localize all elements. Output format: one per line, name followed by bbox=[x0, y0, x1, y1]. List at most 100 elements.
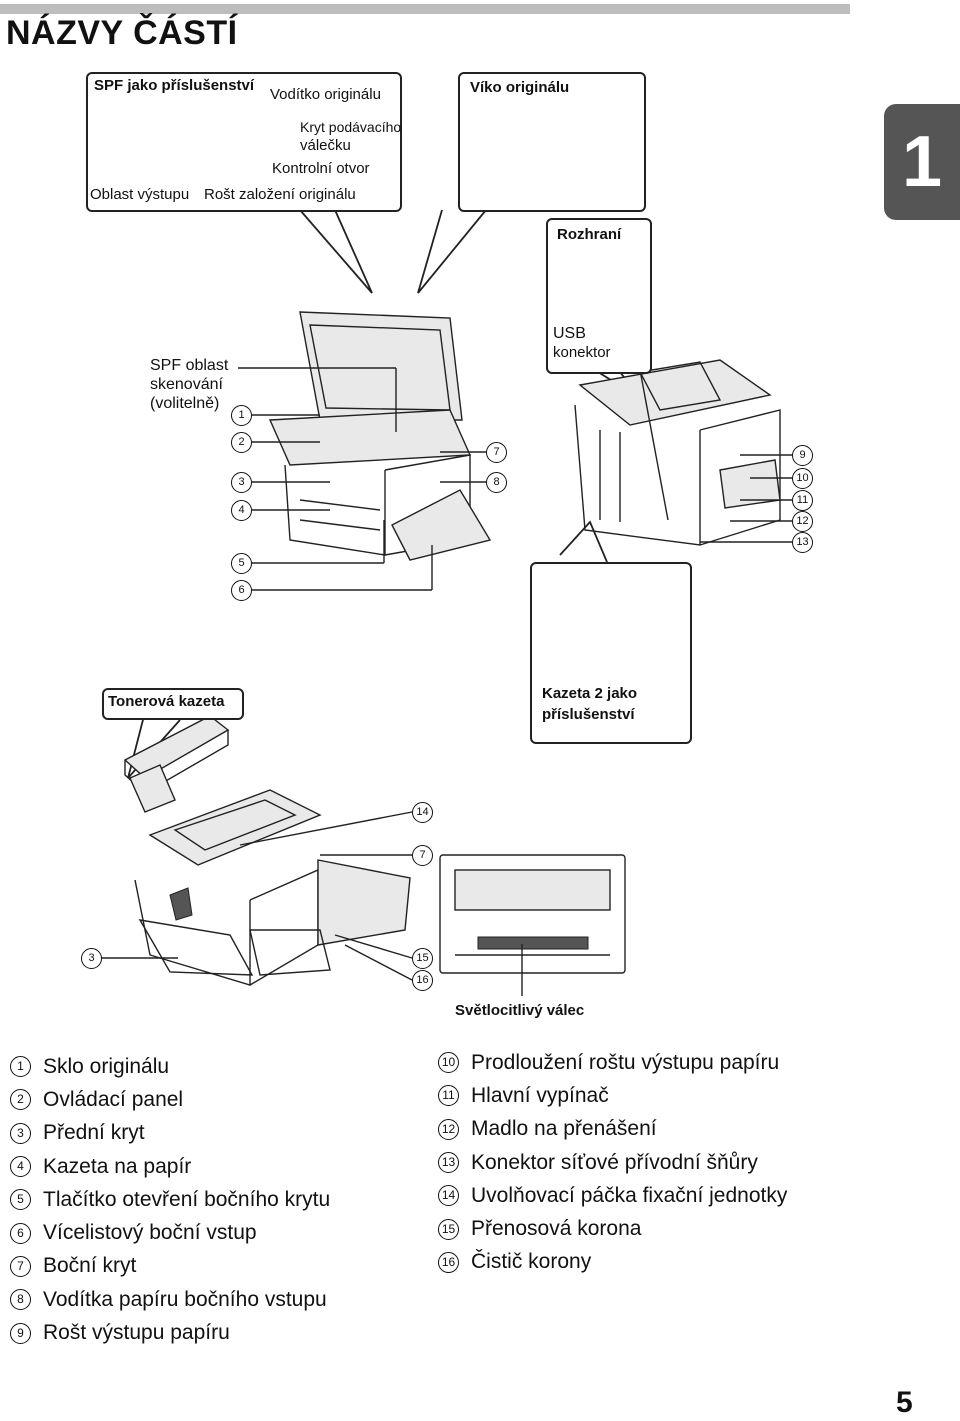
marker-6: 6 bbox=[231, 580, 252, 601]
toner-drawing bbox=[123, 715, 230, 813]
legend-text: Kazeta na papír bbox=[43, 1154, 192, 1178]
marker-7b: 7 bbox=[412, 845, 433, 866]
legend-text: Přední kryt bbox=[43, 1121, 145, 1145]
marker-12: 12 bbox=[792, 511, 813, 532]
marker-16: 16 bbox=[412, 970, 433, 991]
scan-area-label-1: SPF oblast bbox=[150, 357, 229, 374]
spf-callout bbox=[86, 72, 402, 212]
tray2-callout bbox=[530, 562, 692, 744]
legend-item: 14 Uvolňovací páčka fixační jednotky bbox=[438, 1179, 787, 1212]
legend-item: 11 Hlavní vypínač bbox=[438, 1079, 787, 1112]
copier-front-drawing bbox=[268, 311, 492, 561]
legend-number: 16 bbox=[438, 1251, 459, 1273]
legend-item: 4 Kazeta na papír bbox=[10, 1150, 330, 1183]
legend-number: 6 bbox=[10, 1222, 31, 1244]
scan-area-label-2: skenování bbox=[150, 376, 223, 393]
scan-area-label-3: (volitelně) bbox=[150, 395, 220, 412]
marker-10: 10 bbox=[792, 468, 813, 489]
cover-callout bbox=[458, 72, 646, 212]
spf-tray-label: Rošt založení originálu bbox=[204, 186, 356, 203]
legend-number: 12 bbox=[438, 1118, 459, 1140]
cover-title: Víko originálu bbox=[470, 79, 570, 96]
legend-number: 3 bbox=[10, 1122, 31, 1144]
legend-item: 13 Konektor síťové přívodní šňůry bbox=[438, 1146, 787, 1179]
drum-title: Světlocitlivý válec bbox=[455, 1002, 585, 1019]
toner-title: Tonerová kazeta bbox=[108, 693, 225, 710]
legend-number: 4 bbox=[10, 1156, 31, 1178]
interface-title: Rozhraní bbox=[557, 226, 622, 243]
tray2-label-1: Kazeta 2 jako bbox=[542, 685, 638, 702]
marker-11: 11 bbox=[792, 490, 813, 511]
legend-item: 6 Vícelistový boční vstup bbox=[10, 1216, 330, 1249]
tray2-callout-tail bbox=[559, 520, 608, 563]
legend-item: 16 Čistič korony bbox=[438, 1246, 787, 1279]
toner-callout bbox=[102, 688, 244, 720]
legend-number: 15 bbox=[438, 1218, 459, 1240]
legend-item: 3 Přední kryt bbox=[10, 1117, 330, 1150]
legend-right: 10 Prodloužení roštu výstupu papíru 11 Hla… bbox=[438, 1046, 787, 1279]
legend-number: 14 bbox=[438, 1185, 459, 1207]
legend-item: 15 Přenosová korona bbox=[438, 1212, 787, 1245]
legend-text: Konektor síťové přívodní šňůry bbox=[471, 1150, 758, 1174]
legend-text: Přenosová korona bbox=[471, 1217, 642, 1241]
legend-text: Rošt výstupu papíru bbox=[43, 1321, 230, 1345]
copier-open-drawing bbox=[134, 789, 411, 986]
legend-item: 12 Madlo na přenášení bbox=[438, 1113, 787, 1146]
spf-title: SPF jako příslušenství bbox=[94, 77, 255, 94]
spf-check-hole-label: Kontrolní otvor bbox=[272, 160, 370, 177]
page-number: 5 bbox=[896, 1386, 913, 1419]
legend-number: 13 bbox=[438, 1152, 459, 1174]
spf-callout-tail bbox=[299, 209, 373, 294]
chapter-number: 1 bbox=[901, 122, 943, 202]
interface-callout bbox=[546, 218, 652, 374]
header-rule bbox=[0, 4, 850, 14]
drum-drawing bbox=[439, 854, 626, 996]
marker-9: 9 bbox=[792, 445, 813, 466]
marker-8: 8 bbox=[486, 472, 507, 493]
legend-number: 7 bbox=[10, 1255, 31, 1277]
legend-item: 1 Sklo originálu bbox=[10, 1050, 330, 1083]
legend-number: 2 bbox=[10, 1089, 31, 1111]
legend-number: 1 bbox=[10, 1056, 31, 1078]
legend-text: Madlo na přenášení bbox=[471, 1117, 657, 1141]
usb-label-2: konektor bbox=[553, 344, 611, 361]
spf-guide-label: Vodítko originálu bbox=[270, 86, 381, 103]
legend-text: Prodloužení roštu výstupu papíru bbox=[471, 1050, 780, 1074]
legend-item: 7 Boční kryt bbox=[10, 1250, 330, 1283]
marker-5: 5 bbox=[231, 553, 252, 574]
legend-number: 8 bbox=[10, 1289, 31, 1311]
marker-2: 2 bbox=[231, 432, 252, 453]
marker-4: 4 bbox=[231, 500, 252, 521]
legend-text: Uvolňovací páčka fixační jednotky bbox=[471, 1183, 788, 1207]
copier-rear-drawing bbox=[574, 359, 781, 546]
legend-text: Vícelistový boční vstup bbox=[43, 1221, 257, 1245]
marker-1: 1 bbox=[231, 405, 252, 426]
legend-text: Sklo originálu bbox=[43, 1054, 170, 1078]
legend-item: 10 Prodloužení roštu výstupu papíru bbox=[438, 1046, 787, 1079]
spf-exit-area-label: Oblast výstupu bbox=[90, 186, 190, 203]
legend-text: Boční kryt bbox=[43, 1254, 137, 1278]
tray2-label-2: příslušenství bbox=[542, 706, 635, 723]
legend-number: 9 bbox=[10, 1322, 31, 1344]
spf-roller-cover-label-2: válečku bbox=[300, 137, 351, 154]
legend-text: Hlavní vypínač bbox=[471, 1083, 609, 1107]
marker-14: 14 bbox=[412, 802, 433, 823]
legend-text: Čistič korony bbox=[471, 1250, 592, 1274]
spf-roller-cover-label-1: Kryt podávacího bbox=[300, 119, 402, 135]
chapter-tab: 1 bbox=[884, 104, 960, 220]
marker-7: 7 bbox=[486, 442, 507, 463]
page-title: NÁZVY ČÁSTÍ bbox=[6, 14, 238, 52]
marker-3: 3 bbox=[231, 472, 252, 493]
marker-13: 13 bbox=[792, 532, 813, 553]
legend-number: 10 bbox=[438, 1052, 459, 1074]
legend-text: Tlačítko otevření bočního krytu bbox=[43, 1187, 331, 1211]
legend-number: 11 bbox=[438, 1085, 459, 1107]
legend-number: 5 bbox=[10, 1189, 31, 1211]
marker-3b: 3 bbox=[81, 948, 102, 969]
marker-15: 15 bbox=[412, 948, 433, 969]
legend-item: 9 Rošt výstupu papíru bbox=[10, 1316, 330, 1349]
legend-item: 5 Tlačítko otevření bočního krytu bbox=[10, 1183, 330, 1216]
